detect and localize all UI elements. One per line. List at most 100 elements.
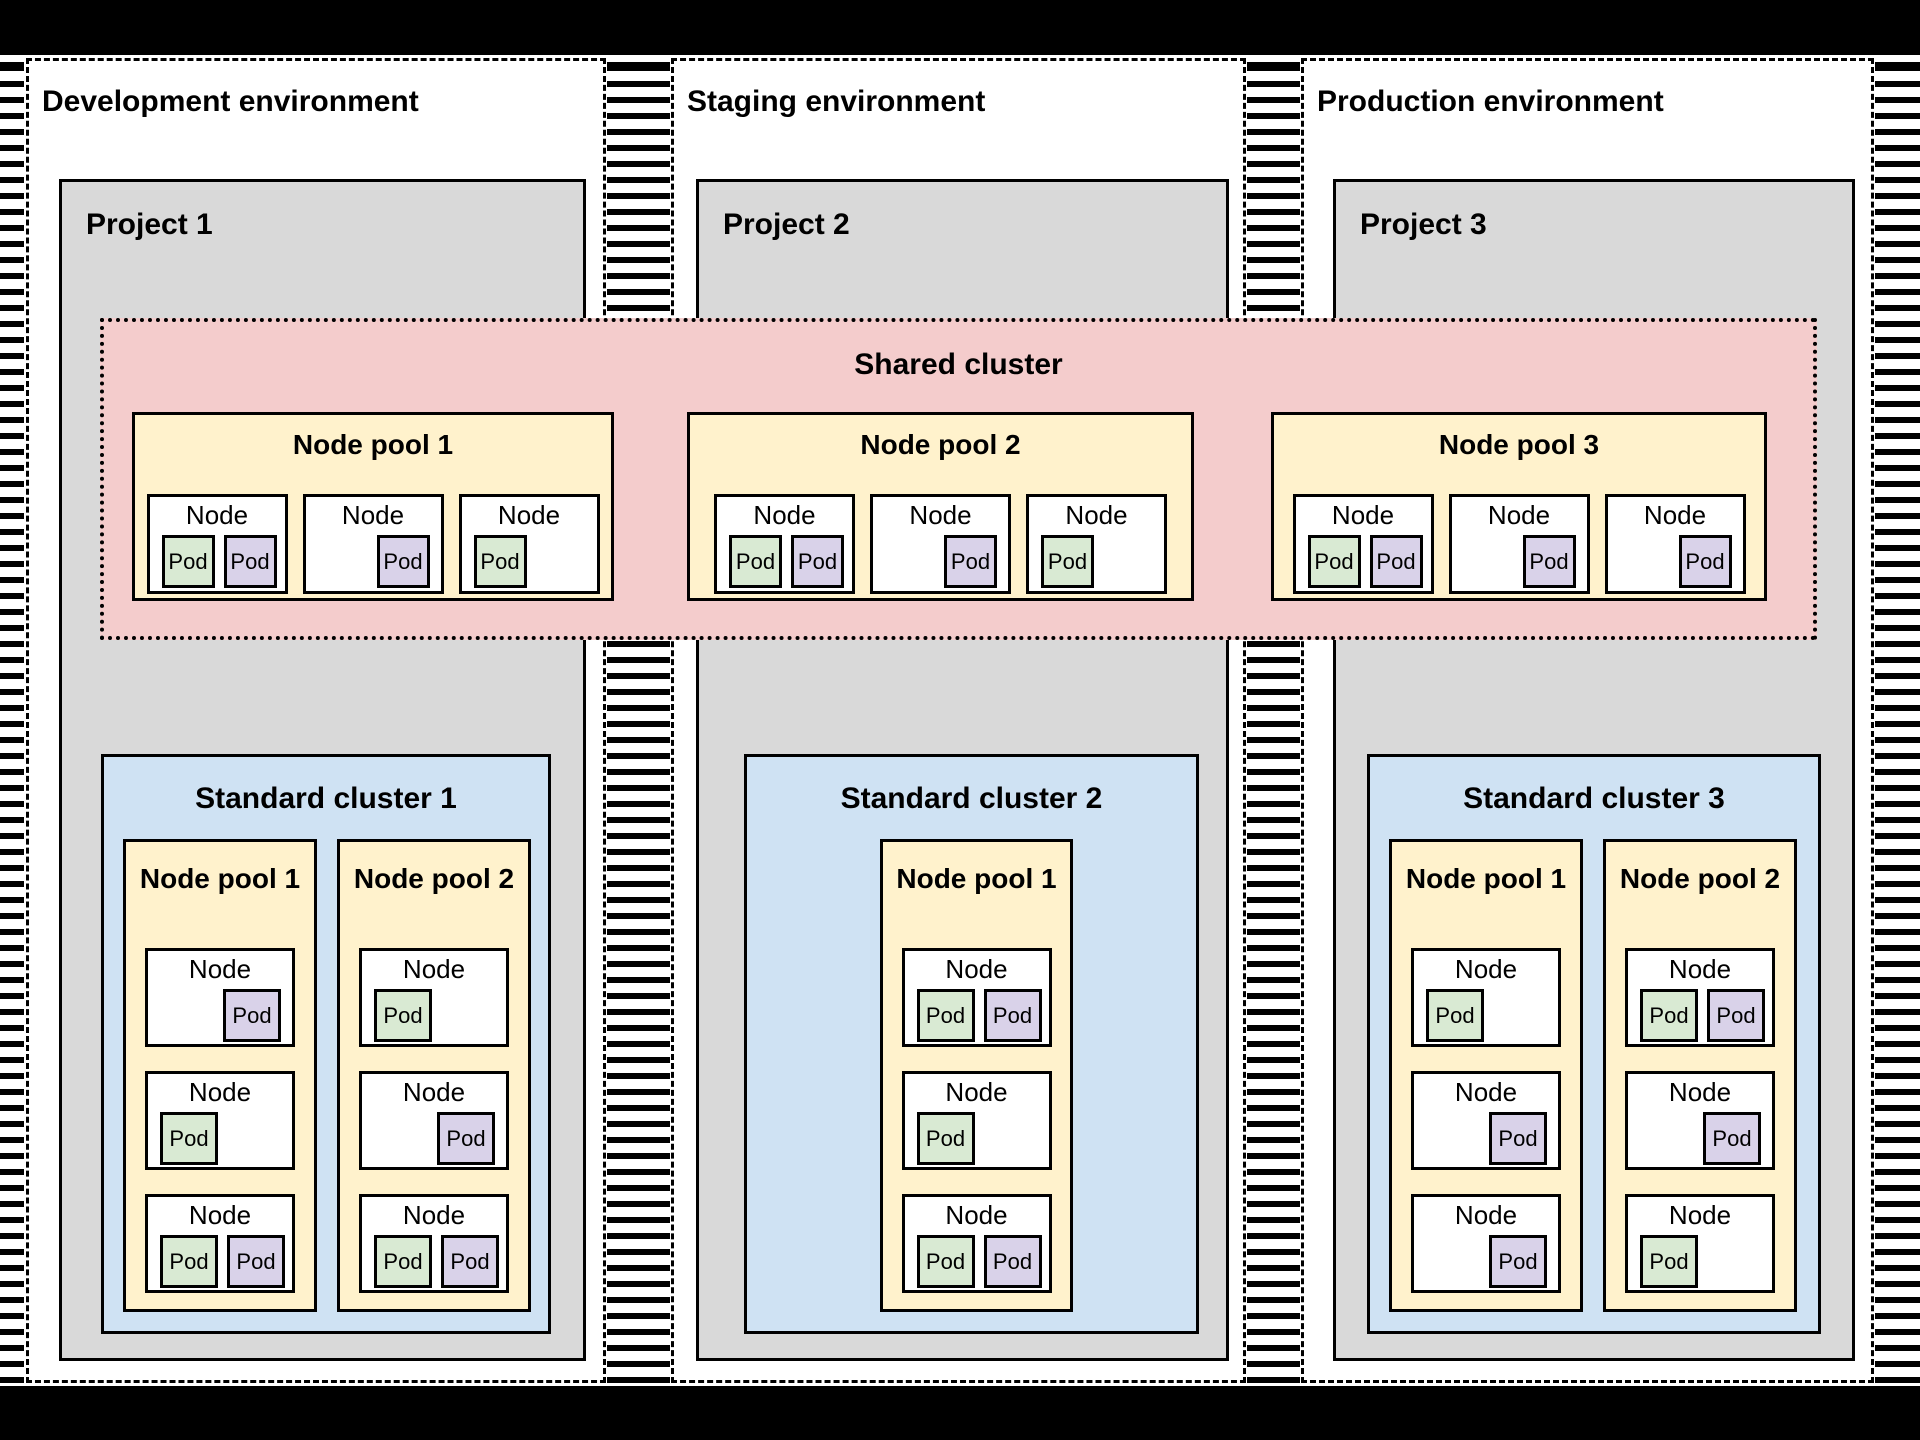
node-label: Node [753, 500, 816, 530]
node-label: Node [188, 1200, 252, 1230]
bottom-black-bar [0, 1386, 1920, 1440]
node-label: Node [945, 1200, 1008, 1230]
pod-box-purple: Pod [1707, 989, 1765, 1042]
node-label: Node [1065, 500, 1128, 530]
node-label: Node [185, 500, 249, 530]
separator-stripes-left [0, 55, 24, 1386]
pod-box-green: Pod [374, 989, 432, 1042]
pod-box-purple: Pod [376, 535, 430, 588]
pod-box-purple: Pod [944, 535, 997, 588]
pod-box-purple: Pod [1489, 1235, 1547, 1288]
project-label: Project 3 [1360, 208, 1487, 241]
node-label: Node [1454, 954, 1518, 984]
pod-box-purple: Pod [223, 989, 281, 1042]
node-label: Node [188, 1077, 252, 1107]
project-label: Project 1 [86, 208, 213, 241]
node-label: Node [945, 954, 1008, 984]
node-label: Node [341, 500, 405, 530]
pod-box-green: Pod [1640, 989, 1698, 1042]
node-label: Node [1643, 500, 1707, 530]
pod-box-purple: Pod [983, 989, 1042, 1042]
pod-box-purple: Pod [223, 535, 277, 588]
node-pool-title: Node pool 2 [860, 429, 1021, 460]
pod-box-purple: Pod [1369, 535, 1423, 588]
standard-cluster-title: Standard cluster 1 [195, 782, 457, 815]
pod-box-purple: Pod [227, 1235, 285, 1288]
node-pool-title: Node pool 2 [1619, 863, 1781, 894]
environment-development: Development environment Project 1 Standa… [26, 58, 606, 1383]
node-pool-title: Node pool 3 [1438, 429, 1600, 460]
node-label: Node [1454, 1200, 1518, 1230]
pod-box-green: Pod [916, 989, 975, 1042]
node-label: Node [402, 954, 466, 984]
pod-box-green: Pod [473, 535, 527, 588]
standard-cluster-title: Standard cluster 2 [840, 782, 1103, 815]
node-label: Node [1331, 500, 1395, 530]
environment-label: Development environment [42, 85, 419, 118]
node-pool-title: Node pool 1 [139, 863, 301, 894]
pod-box-purple: Pod [437, 1112, 495, 1165]
top-black-bar [0, 0, 1920, 55]
node-pool-title: Node pool 2 [353, 863, 515, 894]
shared-cluster-title: Shared cluster [854, 348, 1063, 381]
separator-stripes-dev-staging [607, 55, 670, 1386]
pod-box-purple: Pod [1489, 1112, 1547, 1165]
standard-cluster-title: Standard cluster 3 [1463, 782, 1725, 815]
node-label: Node [497, 500, 561, 530]
node-label: Node [1668, 1200, 1732, 1230]
pod-box-green: Pod [160, 1235, 218, 1288]
node-label: Node [402, 1077, 466, 1107]
node-label: Node [1487, 500, 1551, 530]
pod-box-green: Pod [1640, 1235, 1698, 1288]
pod-box-green: Pod [1307, 535, 1361, 588]
pod-box-purple: Pod [791, 535, 844, 588]
pod-box-purple: Pod [983, 1235, 1042, 1288]
pod-box-purple: Pod [1703, 1112, 1761, 1165]
node-pool-title: Node pool 1 [1405, 863, 1567, 894]
pod-box-green: Pod [1426, 989, 1484, 1042]
pod-box-green: Pod [916, 1235, 975, 1288]
node-label: Node [945, 1077, 1008, 1107]
pod-box-purple: Pod [1522, 535, 1576, 588]
pod-box-purple: Pod [1678, 535, 1732, 588]
pod-box-purple: Pod [441, 1235, 499, 1288]
